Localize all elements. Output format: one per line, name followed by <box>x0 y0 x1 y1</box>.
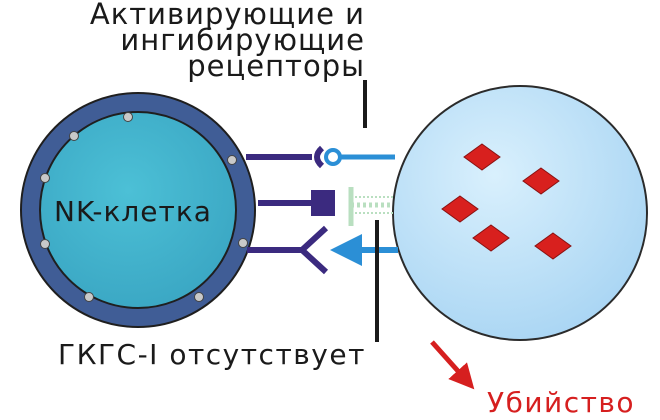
killing-label: Убийство <box>487 386 635 419</box>
target-granules <box>441 143 572 260</box>
granule <box>522 167 560 195</box>
membrane-dot <box>227 155 237 165</box>
target-cell <box>392 85 648 341</box>
granule <box>534 232 572 260</box>
membrane-dot <box>238 238 248 248</box>
mhc-absent-label: ГКГС-I отсутствует <box>58 338 366 371</box>
membrane-dot <box>69 131 79 141</box>
membrane-dot <box>123 112 133 122</box>
receptors-label-line1: Активирующие и <box>90 0 365 31</box>
inhibitory-receptor <box>258 187 393 226</box>
granule <box>441 195 479 223</box>
nk-cell-cytoplasm <box>39 111 237 309</box>
membrane-dot <box>194 292 204 302</box>
receptors-label-line2: ингибирующие <box>120 23 365 57</box>
granule <box>472 224 510 252</box>
granule <box>463 143 501 171</box>
killing-arrow <box>430 340 475 390</box>
signal-arrow-head <box>330 234 362 266</box>
membrane-dot <box>84 292 94 302</box>
membrane-dot <box>40 173 50 183</box>
membrane-dot <box>40 239 50 249</box>
receptors-label-line3: рецепторы <box>187 49 365 83</box>
nk-cell-label: NK-клетка <box>54 195 212 228</box>
membrane-dots <box>40 112 248 302</box>
activating-receptor <box>246 145 395 169</box>
